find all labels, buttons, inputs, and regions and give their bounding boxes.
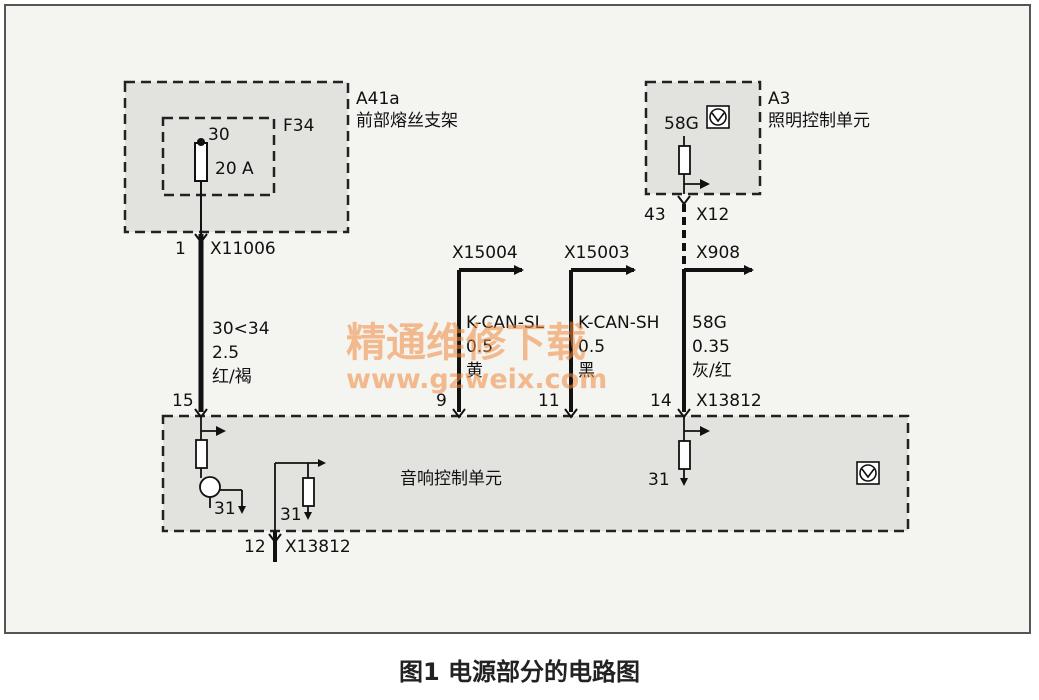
ground-label-2: 31 — [280, 505, 302, 525]
fuse-symbol — [194, 142, 208, 182]
can-h-pin: 11 — [538, 391, 560, 411]
audio-mid-arrow — [318, 459, 326, 467]
x13812-bottom-pin: 12 — [244, 537, 266, 557]
watermark-text: 精通维修下载 — [346, 320, 586, 366]
can-l-signal: K-CAN-SL — [466, 313, 545, 333]
lighting-unit-icon-mark — [711, 112, 725, 123]
watermark-url: www.gzweix.com — [346, 364, 607, 395]
fuse-carrier-name: 前部熔丝支架 — [356, 111, 458, 131]
lighting-terminal-label: 58G — [664, 114, 699, 134]
fuse-terminal-label: 30 — [208, 125, 230, 145]
x11006-name: X11006 — [210, 239, 276, 259]
x12-name: X12 — [696, 205, 729, 225]
audio-resistor-left — [195, 439, 208, 469]
light-pin: 14 — [650, 391, 672, 411]
ground-symbol-1 — [238, 506, 246, 514]
x11006-mark — [194, 233, 208, 244]
can-l-pin-mark — [452, 408, 466, 419]
audio-unit-icon-mark — [861, 468, 875, 479]
can-h-signal: K-CAN-SH — [578, 313, 659, 333]
x13812-bottom-mark — [268, 533, 282, 544]
can-l-color: 黄 — [466, 361, 483, 381]
fuse-terminal-dot — [197, 138, 205, 146]
audio-unit-box — [161, 414, 910, 533]
ground-label-1: 31 — [214, 499, 236, 519]
can-l-gauge: 0.5 — [466, 337, 493, 357]
figure-caption: 图1 电源部分的电路图 — [398, 658, 641, 686]
x12-pin: 43 — [644, 205, 666, 225]
fuse-carrier-code: A41a — [356, 89, 400, 109]
x13812-top-name: X13812 — [696, 391, 762, 411]
ground-symbol-2 — [304, 512, 312, 520]
can-h-color: 黑 — [578, 361, 595, 381]
lighting-unit-icon-ring — [709, 108, 727, 126]
power-color: 红/褐 — [212, 367, 252, 387]
light-color: 灰/红 — [692, 361, 732, 381]
x15004-name: X15004 — [452, 243, 518, 263]
ground-label-3: 31 — [648, 470, 670, 490]
x15003-name: X15003 — [564, 243, 630, 263]
audio-unit-name: 音响控制单元 — [400, 469, 502, 489]
can-h-gauge: 0.5 — [578, 337, 605, 357]
audio-resistor-right — [678, 440, 691, 470]
x908-name: X908 — [696, 243, 740, 263]
x13812-bottom-name: X13812 — [285, 537, 351, 557]
x12-mark — [677, 195, 691, 206]
audio-transistor — [199, 476, 221, 498]
lighting-unit-box — [644, 80, 762, 196]
can-l-pin: 9 — [436, 391, 447, 411]
light-signal: 58G — [692, 313, 727, 333]
x11006-pin: 1 — [175, 239, 186, 259]
can-h-pin-mark — [564, 408, 578, 419]
lighting-unit-name: 照明控制单元 — [768, 111, 870, 131]
power-signal: 30<34 — [212, 319, 270, 339]
power-pin: 15 — [172, 391, 194, 411]
power-gauge: 2.5 — [212, 343, 239, 363]
lighting-resistor — [678, 145, 691, 175]
fuse-rating-label: 20 A — [215, 159, 254, 179]
ground-symbol-3 — [680, 478, 688, 486]
fuse-f34-box — [161, 116, 276, 197]
light-gauge: 0.35 — [692, 337, 730, 357]
lighting-unit-code: A3 — [768, 89, 790, 109]
audio-resistor-mid — [302, 477, 315, 507]
fuse-code-label: F34 — [283, 116, 314, 136]
audio-unit-icon-ring — [859, 464, 877, 482]
